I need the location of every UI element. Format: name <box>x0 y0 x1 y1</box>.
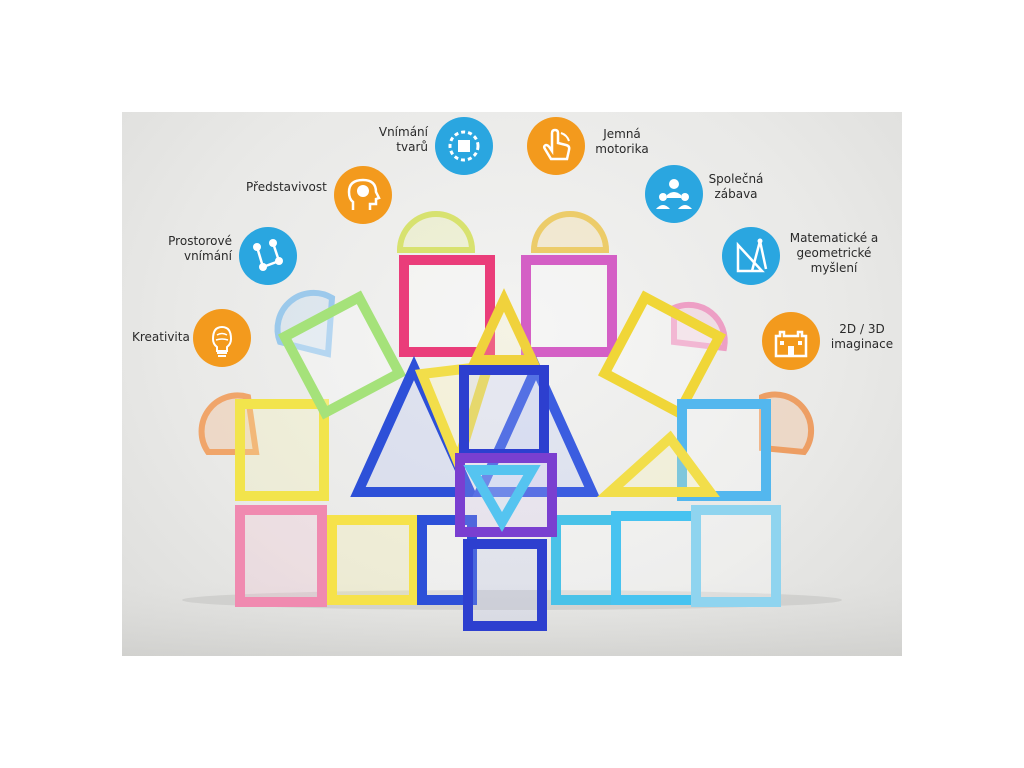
shared-fun-badge <box>645 165 703 223</box>
label-imaginace: 2D / 3D imaginace <box>830 322 894 351</box>
imagination-badge <box>334 166 392 224</box>
creativity-badge <box>193 309 251 367</box>
spatial-perception-badge <box>239 227 297 285</box>
label-jemna: Jemná motorika <box>595 127 649 156</box>
label-predstavivost: Představivost <box>246 180 327 194</box>
compass-ruler-icon <box>722 227 780 285</box>
dimension-imagination-badge <box>762 312 820 370</box>
label-vnimani: Vnímání tvarů <box>378 125 428 154</box>
molecule-nodes-icon <box>239 227 297 285</box>
label-kreativita: Kreativita <box>132 330 190 344</box>
toy-photo <box>122 112 902 656</box>
shape-perception-badge <box>435 117 493 175</box>
head-brain-icon <box>334 166 392 224</box>
castle-building-icon <box>762 312 820 370</box>
fine-motor-badge <box>527 117 585 175</box>
hand-touch-icon <box>527 117 585 175</box>
label-matematicke: Matematické a geometrické myšlení <box>789 231 879 275</box>
math-geometry-badge <box>722 227 780 285</box>
label-prostorove: Prostorové vnímání <box>168 234 232 263</box>
magnetic-tiles-peacock <box>122 211 902 656</box>
label-spolecna: Společná zábava <box>708 172 764 201</box>
brain-bulb-icon <box>193 309 251 367</box>
group-people-icon <box>645 165 703 223</box>
shapes-ring-icon <box>435 117 493 175</box>
